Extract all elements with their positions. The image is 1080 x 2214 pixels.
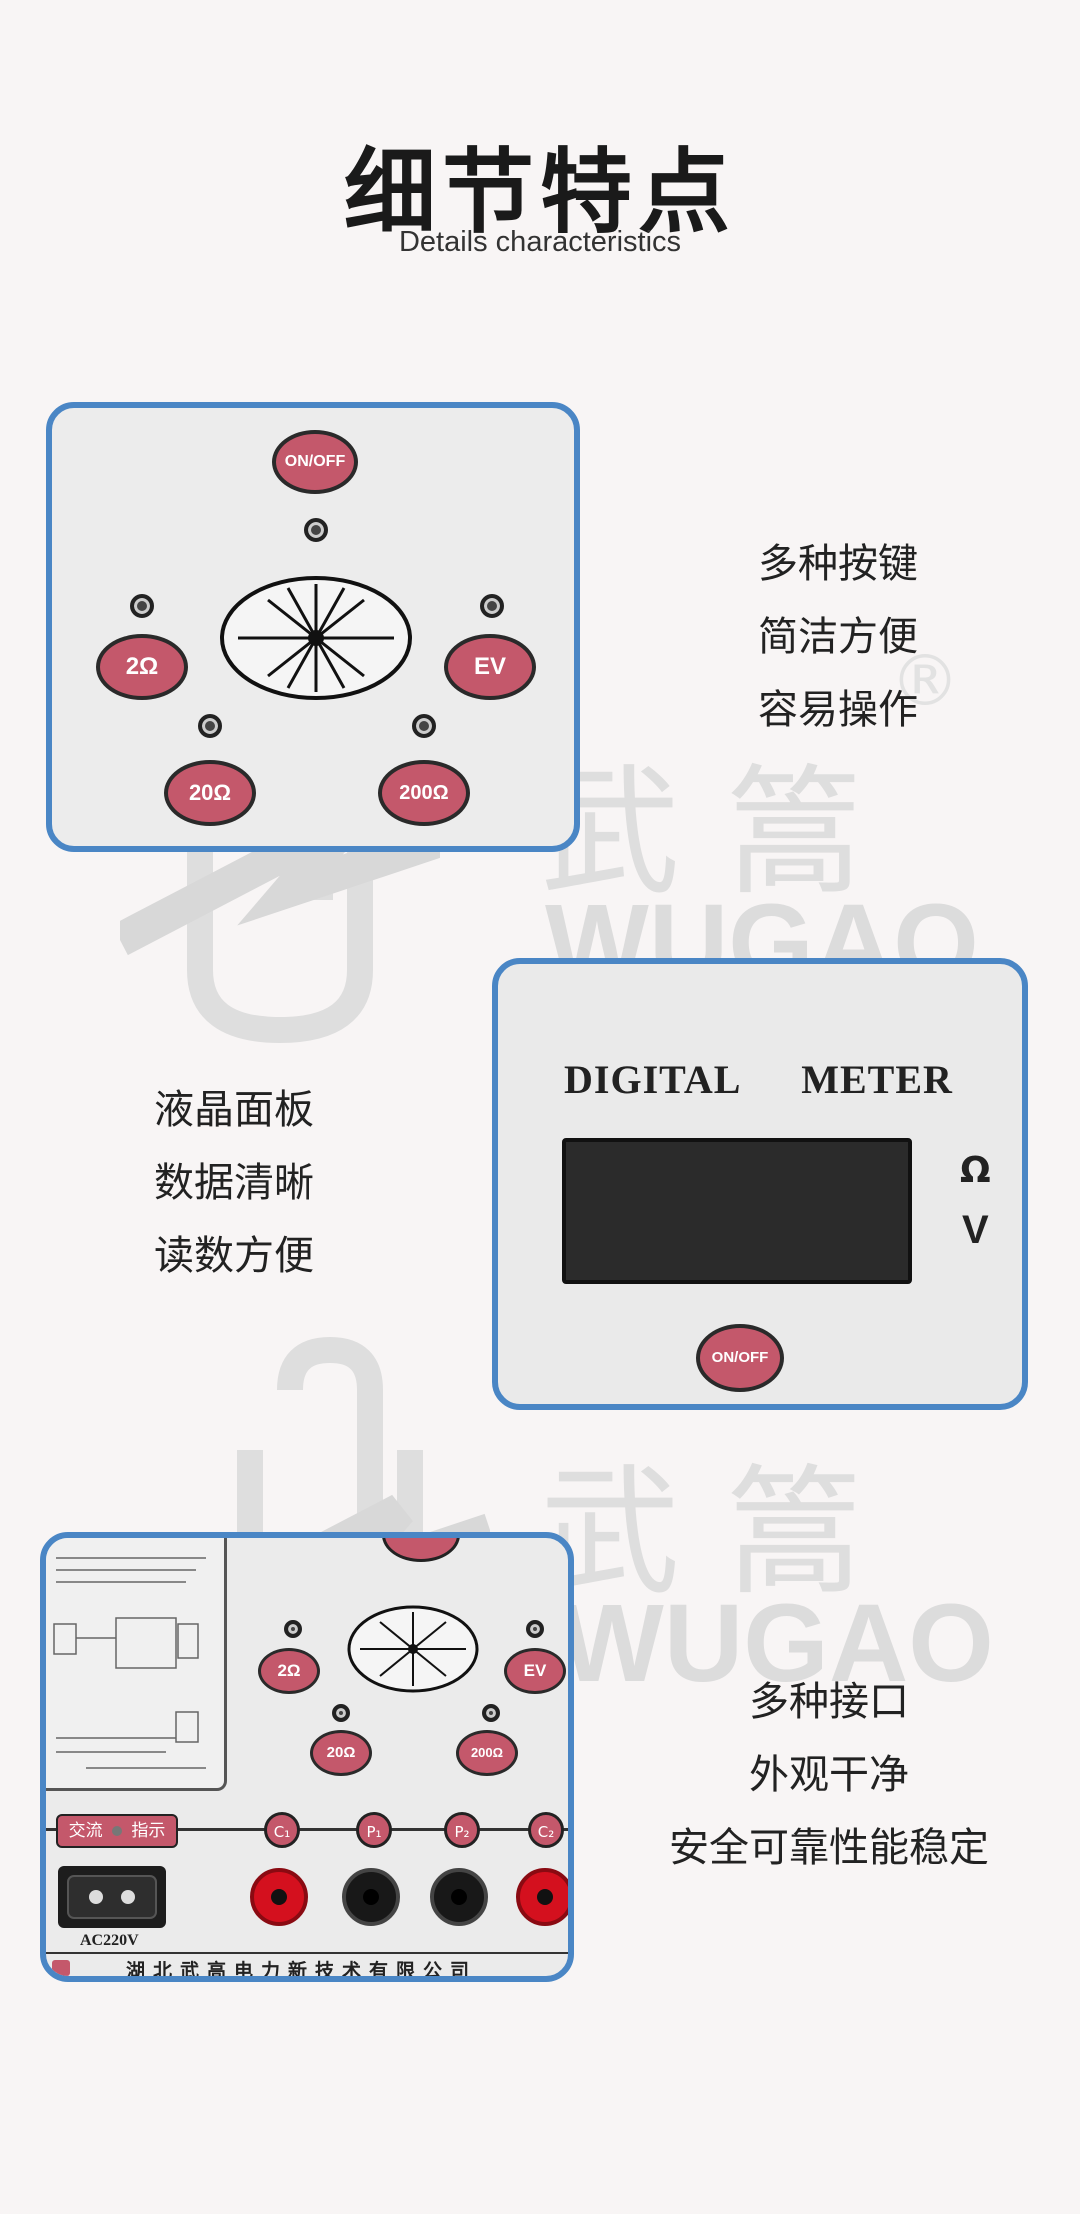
terminal-red-icon [250, 1868, 308, 1926]
rotary-selector-icon [218, 574, 414, 702]
ev-button: EV [444, 634, 536, 700]
feature-item: 液晶面板 [154, 1087, 314, 1133]
on-off-button: ON/OFF [272, 430, 358, 494]
interface-panel-photo: 2Ω EV 20Ω 200Ω 交流 指示 C₁ P₁ P₂ C₂ AC220V … [40, 1532, 574, 1982]
meter-label-digital: DIGITAL [564, 1057, 740, 1102]
unit-volt-label: V [962, 1208, 989, 1252]
page-title: 细节特点 [343, 139, 736, 246]
button-panel-photo: ON/OFF 2Ω EV 20Ω 200Ω [46, 402, 580, 852]
power-socket-icon [58, 1866, 166, 1928]
company-bar: 湖北武高电力新技术有限公司 [46, 1952, 568, 1982]
indicator-lamp-icon [112, 1826, 122, 1836]
digital-meter-panel-photo: DIGITAL METER Ω V ON/OFF [492, 958, 1028, 1410]
range-200ohm-button: 200Ω [456, 1730, 518, 1776]
feature-item: 读数方便 [154, 1233, 314, 1279]
feature-item: 多种按键 [758, 541, 918, 587]
feature-item: 多种接口 [749, 1679, 909, 1725]
watermark-brand-en-2: WUGAO [560, 1582, 994, 1705]
range-20ohm-button: 20Ω [164, 760, 256, 826]
indicator-led [480, 594, 504, 618]
watermark-brand-cn-2: 武 篙 [540, 1452, 865, 1615]
terminal-black-icon [430, 1868, 488, 1926]
page-subtitle: Details characteristics [398, 226, 682, 258]
feature-item: 安全可靠性能稳定 [669, 1825, 989, 1871]
ac-label: 交流 [68, 1821, 103, 1841]
ac-indicator-label: 交流 指示 [56, 1814, 178, 1848]
indicator-led [412, 714, 436, 738]
terminal-black-icon [342, 1868, 400, 1926]
on-off-button: ON/OFF [696, 1324, 784, 1392]
port-label-c1: C₁ [264, 1812, 300, 1848]
indicator-led [482, 1704, 500, 1722]
watermark-registered-1: ® [890, 640, 960, 722]
ac-voltage-label: AC220V [80, 1932, 139, 1949]
feature-item: 外观干净 [749, 1752, 909, 1798]
range-20ohm-button: 20Ω [310, 1730, 372, 1776]
range-2ohm-button: 2Ω [258, 1648, 320, 1694]
indicator-label: 指示 [131, 1821, 166, 1841]
ev-button: EV [504, 1648, 566, 1694]
lcd-display [562, 1138, 912, 1284]
company-name: 湖北武高电力新技术有限公司 [126, 1960, 478, 1982]
port-label-p2: P₂ [444, 1812, 480, 1848]
indicator-led [526, 1620, 544, 1638]
top-button-partial [382, 1538, 460, 1562]
port-label-p1: P₁ [356, 1812, 392, 1848]
meter-label: DIGITAL METER [564, 1056, 953, 1103]
meter-label-meter: METER [801, 1057, 953, 1102]
range-200ohm-button: 200Ω [378, 760, 470, 826]
range-2ohm-button: 2Ω [96, 634, 188, 700]
indicator-led [130, 594, 154, 618]
feature-item: 容易操作 [758, 687, 918, 733]
watermark-brand-cn-1: 武 篙 [540, 752, 865, 915]
rotary-selector-icon [346, 1604, 480, 1694]
indicator-led [198, 714, 222, 738]
terminal-red-icon [516, 1868, 568, 1926]
feature-item: 数据清晰 [154, 1160, 314, 1206]
feature-item: 简洁方便 [758, 614, 918, 660]
company-logo-icon [52, 1960, 70, 1976]
unit-ohm-label: Ω [960, 1150, 991, 1191]
instruction-diagram [46, 1538, 227, 1791]
feature-list-3: 多种接口 外观干净 安全可靠性能稳定 [664, 1666, 994, 1885]
feature-list-2: 液晶面板 数据清晰 读数方便 [154, 1074, 314, 1293]
port-label-c2: C₂ [528, 1812, 564, 1848]
indicator-led [304, 518, 328, 542]
indicator-led [332, 1704, 350, 1722]
feature-list-1: 多种按键 简洁方便 容易操作 [758, 528, 918, 747]
divider-line [46, 1828, 568, 1831]
indicator-led [284, 1620, 302, 1638]
